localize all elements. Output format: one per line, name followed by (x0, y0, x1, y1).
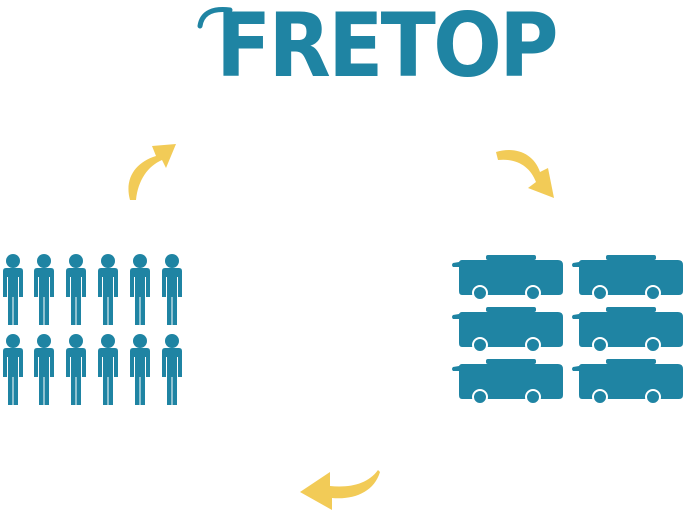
person-icon (66, 254, 86, 325)
person-icon (98, 254, 118, 325)
person-icon (130, 254, 150, 325)
arrow-down-right-icon (496, 150, 554, 198)
person-icon (34, 254, 54, 325)
bus-icon (571, 306, 683, 353)
people-group (3, 254, 182, 405)
bus-icon (571, 358, 683, 403)
bus-icon (451, 255, 564, 301)
person-icon (66, 334, 86, 405)
arrow-up-right-icon (128, 144, 176, 200)
person-icon (3, 334, 23, 405)
logo-text: FRETOP (216, 0, 559, 97)
person-icon (3, 254, 23, 325)
person-icon (34, 334, 54, 405)
bus-icon (451, 306, 564, 353)
bus-icon (451, 358, 564, 403)
bus-icon (571, 255, 683, 301)
person-icon (162, 334, 182, 405)
person-icon (162, 254, 182, 325)
person-icon (130, 334, 150, 405)
fretop-logo: FRETOP (196, 0, 559, 98)
arrow-left-icon (300, 470, 380, 510)
bus-group (451, 255, 683, 403)
person-icon (98, 334, 118, 405)
logo-hook-icon (197, 7, 233, 29)
